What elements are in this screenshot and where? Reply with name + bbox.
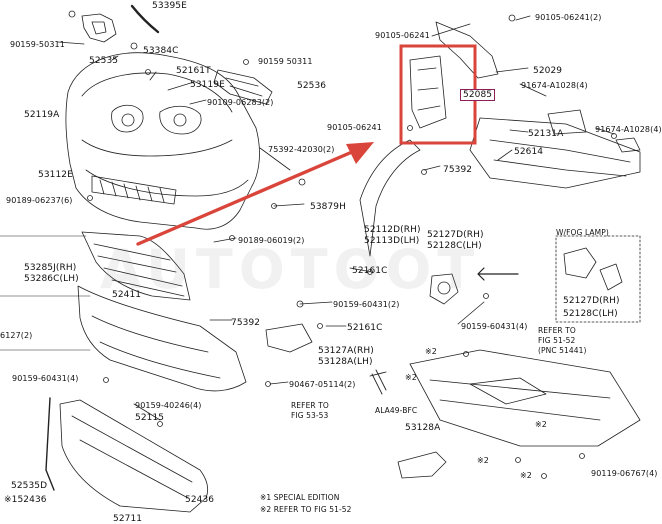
part-label-p15[interactable]: 90189-06019(2)	[238, 236, 305, 245]
part-label-p45[interactable]: 52614	[514, 147, 544, 157]
part-label-p13[interactable]: 90189-06237(6)	[6, 196, 73, 205]
front-bumper-cover	[65, 52, 260, 230]
part-label-p64[interactable]: 90119-06767(4)	[591, 469, 658, 478]
part-label-p58[interactable]: (PNC 51441)	[538, 346, 587, 355]
bumper-reinforcement	[469, 109, 641, 189]
part-label-p18[interactable]: 52411	[112, 290, 142, 300]
part-label-p31[interactable]: ALA49-BFC	[375, 406, 418, 415]
part-label-p52[interactable]: 52161C	[352, 266, 388, 276]
bumper-retainer-upper	[409, 21, 499, 129]
part-label-p42[interactable]: 90105-06241	[327, 123, 382, 132]
part-label-p01[interactable]: 53395E	[152, 1, 187, 11]
part-label-p33[interactable]: 52535D	[11, 481, 48, 491]
part-label-p16[interactable]: 53285J(RH)	[24, 263, 77, 273]
lower-bumper-skirt	[77, 285, 247, 392]
part-label-p57[interactable]: FIG 51-52	[538, 336, 576, 345]
part-label-p66[interactable]: ※2 REFER TO FIG 51-52	[260, 505, 352, 514]
part-label-p12[interactable]: 53112E	[38, 170, 73, 180]
part-label-p07[interactable]: 52536	[297, 81, 327, 91]
part-label-p19[interactable]: 90159-60431(2)	[333, 300, 400, 309]
part-label-p62[interactable]: ※2	[477, 456, 489, 465]
part-label-p51[interactable]: W/FOG LAMP)	[556, 228, 609, 237]
part-label-p29[interactable]: REFER TO	[291, 401, 329, 410]
part-label-p65[interactable]: ※1 SPECIAL EDITION	[260, 493, 340, 502]
fog-lamp-bezel-side	[265, 323, 313, 353]
part-label-p61[interactable]: ※2	[535, 420, 547, 429]
part-label-p47[interactable]: 52112D(RH)	[364, 225, 421, 235]
part-label-p32[interactable]: 53128A	[405, 423, 441, 433]
part-label-p03[interactable]: 53384C	[143, 46, 179, 56]
part-label-p11[interactable]: 75392-42030(2)	[268, 145, 335, 154]
part-label-p37[interactable]: 90105-06241	[375, 31, 430, 40]
part-label-p26[interactable]: 90467-05114(2)	[289, 380, 356, 389]
part-label-p24[interactable]: 53128A(LH)	[318, 357, 373, 367]
part-label-p08[interactable]: 53119E	[190, 80, 225, 90]
part-label-p41[interactable]: 91674-A1028(4)	[521, 81, 588, 90]
fender-liner	[359, 139, 421, 257]
part-label-p60[interactable]: ※2	[405, 373, 417, 382]
part-label-p48[interactable]: 52113D(LH)	[364, 236, 420, 246]
part-label-p59[interactable]: ※2	[425, 347, 437, 356]
exploded-view-drawing	[0, 4, 641, 513]
part-label-p14[interactable]: 53879H	[310, 202, 346, 212]
part-label-p36[interactable]: 52711	[113, 514, 143, 524]
part-label-p23[interactable]: 53127A(RH)	[318, 346, 374, 356]
fog-lamp-bezel-lower	[397, 451, 447, 479]
engine-under-cover	[409, 349, 641, 447]
part-label-p43[interactable]: 52131A	[528, 129, 564, 139]
part-label-p21[interactable]: 52161C	[347, 323, 383, 333]
part-label-p25[interactable]: 90159-60431(4)	[12, 374, 79, 383]
part-label-p02[interactable]: 90159-50311	[10, 40, 65, 49]
lower-spoiler	[45, 397, 208, 513]
part-label-p63[interactable]: ※2	[520, 471, 532, 480]
part-label-p09[interactable]: 90109-06283(2)	[207, 98, 274, 107]
part-label-p04[interactable]: 52535	[89, 56, 119, 66]
fog-lamp-inset	[555, 235, 641, 323]
part-label-p49[interactable]: 52127D(RH)	[427, 230, 484, 240]
part-label-p40[interactable]: 52085	[460, 89, 496, 101]
part-label-p35[interactable]: 52436	[185, 495, 215, 505]
part-label-p39[interactable]: 52029	[533, 66, 563, 76]
part-label-p56[interactable]: REFER TO	[538, 326, 576, 335]
part-label-p53[interactable]: 52127D(RH)	[563, 296, 620, 306]
part-label-p46[interactable]: 75392	[443, 165, 473, 175]
part-label-p38[interactable]: 90105-06241(2)	[535, 13, 602, 22]
part-label-p10[interactable]: 52119A	[24, 110, 60, 120]
hood-seal	[130, 4, 160, 34]
pointer-arrow	[136, 142, 374, 246]
lower-grille	[81, 231, 191, 301]
part-label-p50[interactable]: 52128C(LH)	[427, 241, 482, 251]
part-label-p44[interactable]: 91674-A1028(4)	[595, 125, 662, 134]
part-label-p27[interactable]: 90159-40246(4)	[135, 401, 202, 410]
part-label-p54[interactable]: 52128C(LH)	[563, 309, 618, 319]
part-label-p17[interactable]: 53286C(LH)	[24, 274, 79, 284]
part-label-p20[interactable]: 75392	[231, 318, 261, 328]
part-label-p55[interactable]: 90159-60431(4)	[461, 322, 528, 331]
part-label-p06[interactable]: 52161T	[176, 66, 211, 76]
upper-clip-bracket	[81, 13, 117, 43]
part-label-p28[interactable]: 52115	[135, 413, 165, 423]
part-label-p22[interactable]: 6127(2)	[0, 331, 33, 340]
bumper-support-bracket	[213, 69, 273, 105]
fog-lamp-bracket	[429, 273, 459, 305]
watermark-text: AUTOTOOT	[100, 238, 481, 301]
part-label-p05[interactable]: 90159 50311	[258, 57, 313, 66]
part-label-p34[interactable]: ※152436	[4, 495, 47, 505]
part-label-p30[interactable]: FIG 53-53	[291, 411, 329, 420]
